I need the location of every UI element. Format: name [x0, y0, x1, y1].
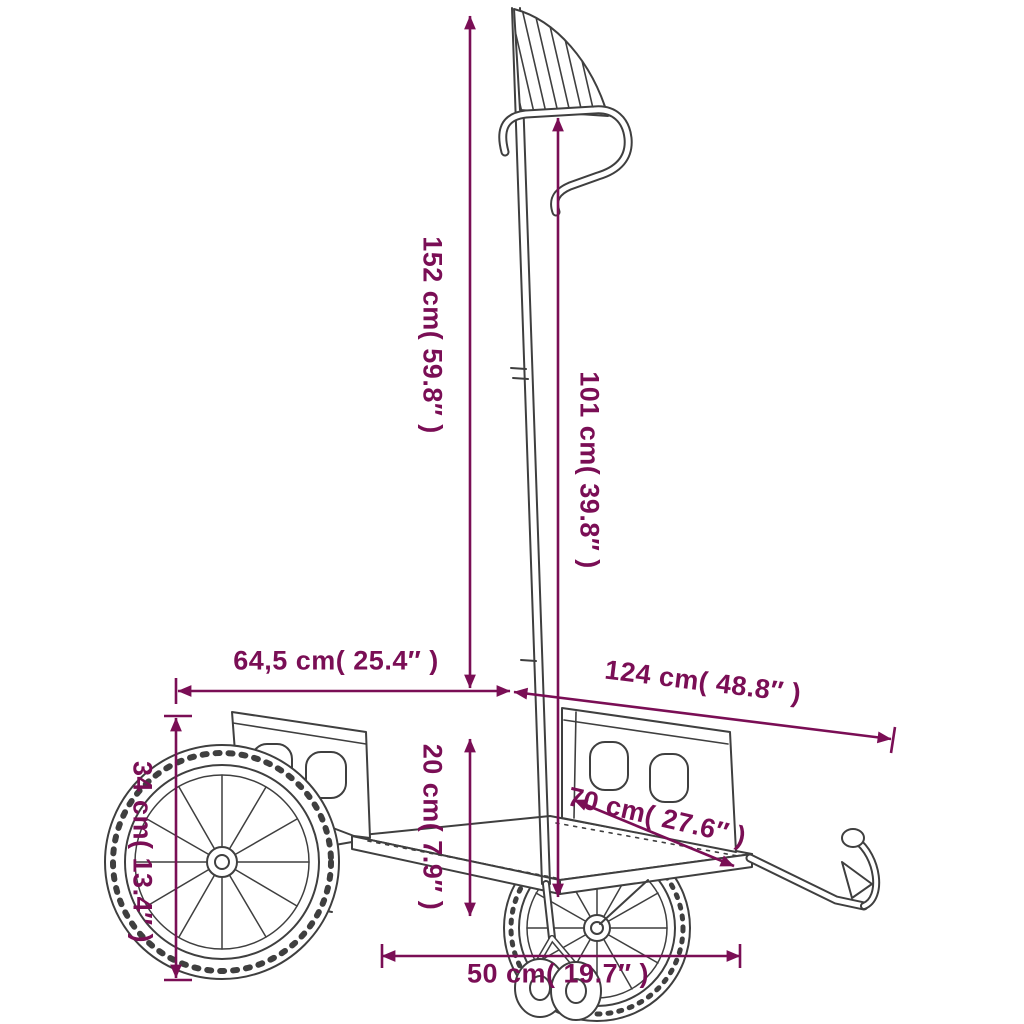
trailer-drawing — [104, 7, 881, 1022]
dimension-ticks — [164, 678, 897, 982]
dim-label-bed-length: 50 cm( 19.7″ ) — [466, 958, 650, 989]
dim-line-total-length — [513, 687, 892, 744]
dim-line-bed-width — [573, 798, 735, 868]
dim-label-bed-height: 20 cm( 7.9″ ) — [417, 743, 448, 911]
dim-label-trailer-width: 64,5 cm( 25.4″ ) — [233, 645, 439, 676]
handlebar — [498, 105, 633, 217]
tow-pole — [510, 7, 556, 942]
hitch-arm — [745, 828, 881, 911]
dim-label-handle-height: 101 cm( 39.8″ ) — [574, 371, 605, 569]
dimension-lines — [164, 15, 897, 982]
dim-label-total-height: 152 cm( 59.8″ ) — [417, 236, 448, 434]
dim-label-wheel-height: 34 cm( 13.4″ ) — [127, 760, 158, 944]
front-wheel — [104, 744, 340, 980]
